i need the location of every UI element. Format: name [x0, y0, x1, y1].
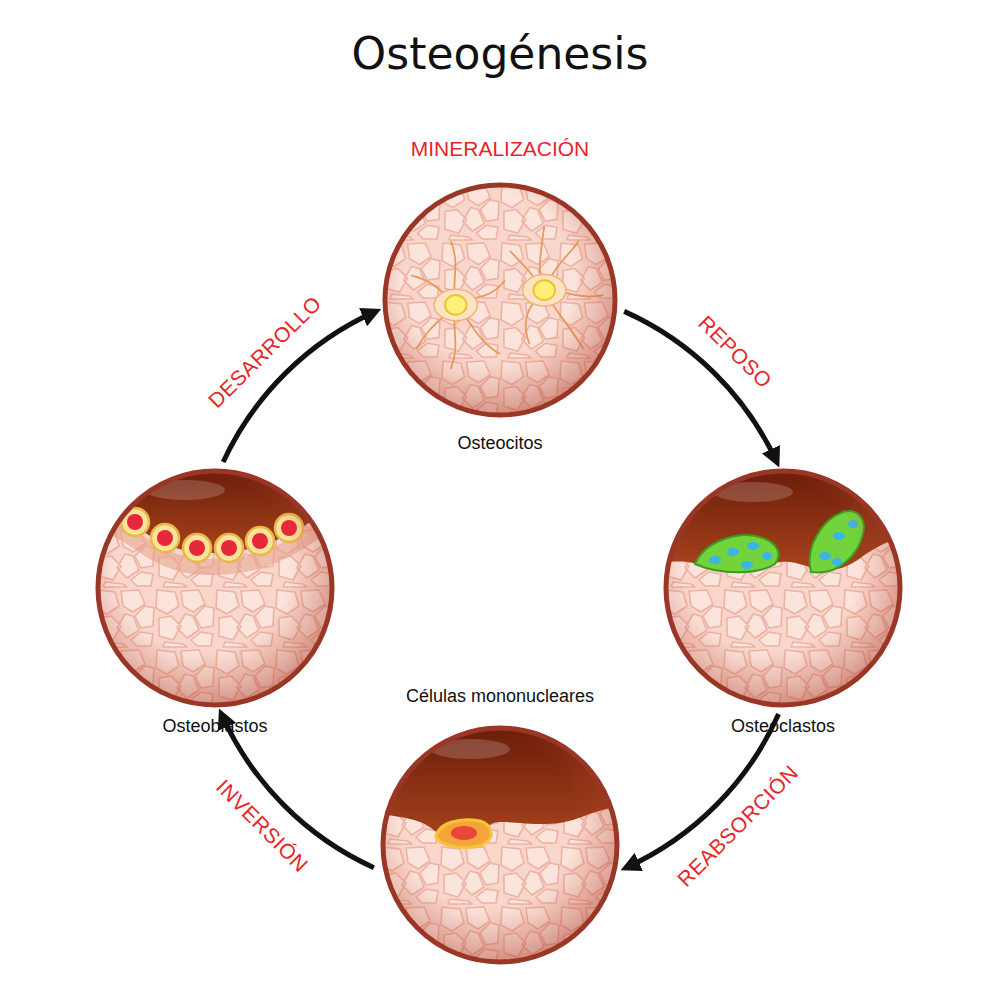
stage-circle: MINERALIZACIÓNOsteocitos	[382, 182, 618, 418]
bone-tissue	[382, 182, 618, 418]
osteoblast-illustration	[95, 468, 335, 708]
bone-tissue	[663, 468, 903, 708]
diagram-title: Osteogénesis	[0, 28, 1000, 79]
bone-tissue	[95, 468, 335, 708]
bone-matrix	[663, 468, 903, 708]
stage-heading: MINERALIZACIÓN	[300, 138, 700, 160]
highlight	[145, 480, 225, 500]
cell-label: Células mononucleares	[300, 685, 700, 707]
sphere-shade	[385, 185, 615, 415]
sphere-shade	[666, 471, 900, 705]
stage-circle: Células mononucleares	[380, 725, 620, 965]
circle-border	[385, 185, 615, 415]
bone-matrix	[95, 468, 335, 708]
mononuclear-illustration	[380, 725, 620, 965]
bone-matrix	[380, 725, 620, 965]
circle-border	[666, 471, 900, 705]
stage-circle: Osteoblastos	[95, 468, 335, 708]
bone-tissue	[380, 725, 620, 965]
circle-border	[98, 471, 332, 705]
stage-circle: Osteoclastos	[663, 468, 903, 708]
osteoclast-illustration	[663, 468, 903, 708]
cell-label: Osteoclastos	[583, 715, 983, 737]
cell-label: Osteocitos	[300, 432, 700, 454]
phase-label: REPOSO	[694, 310, 777, 392]
phase-label: INVERSIÓN	[211, 775, 313, 877]
osteocyte-illustration	[382, 182, 618, 418]
sphere-shade	[383, 728, 617, 962]
cell-label: Osteoblastos	[15, 715, 415, 737]
sphere-shade	[98, 471, 332, 705]
bone-matrix	[382, 182, 618, 418]
circle-border	[383, 728, 617, 962]
